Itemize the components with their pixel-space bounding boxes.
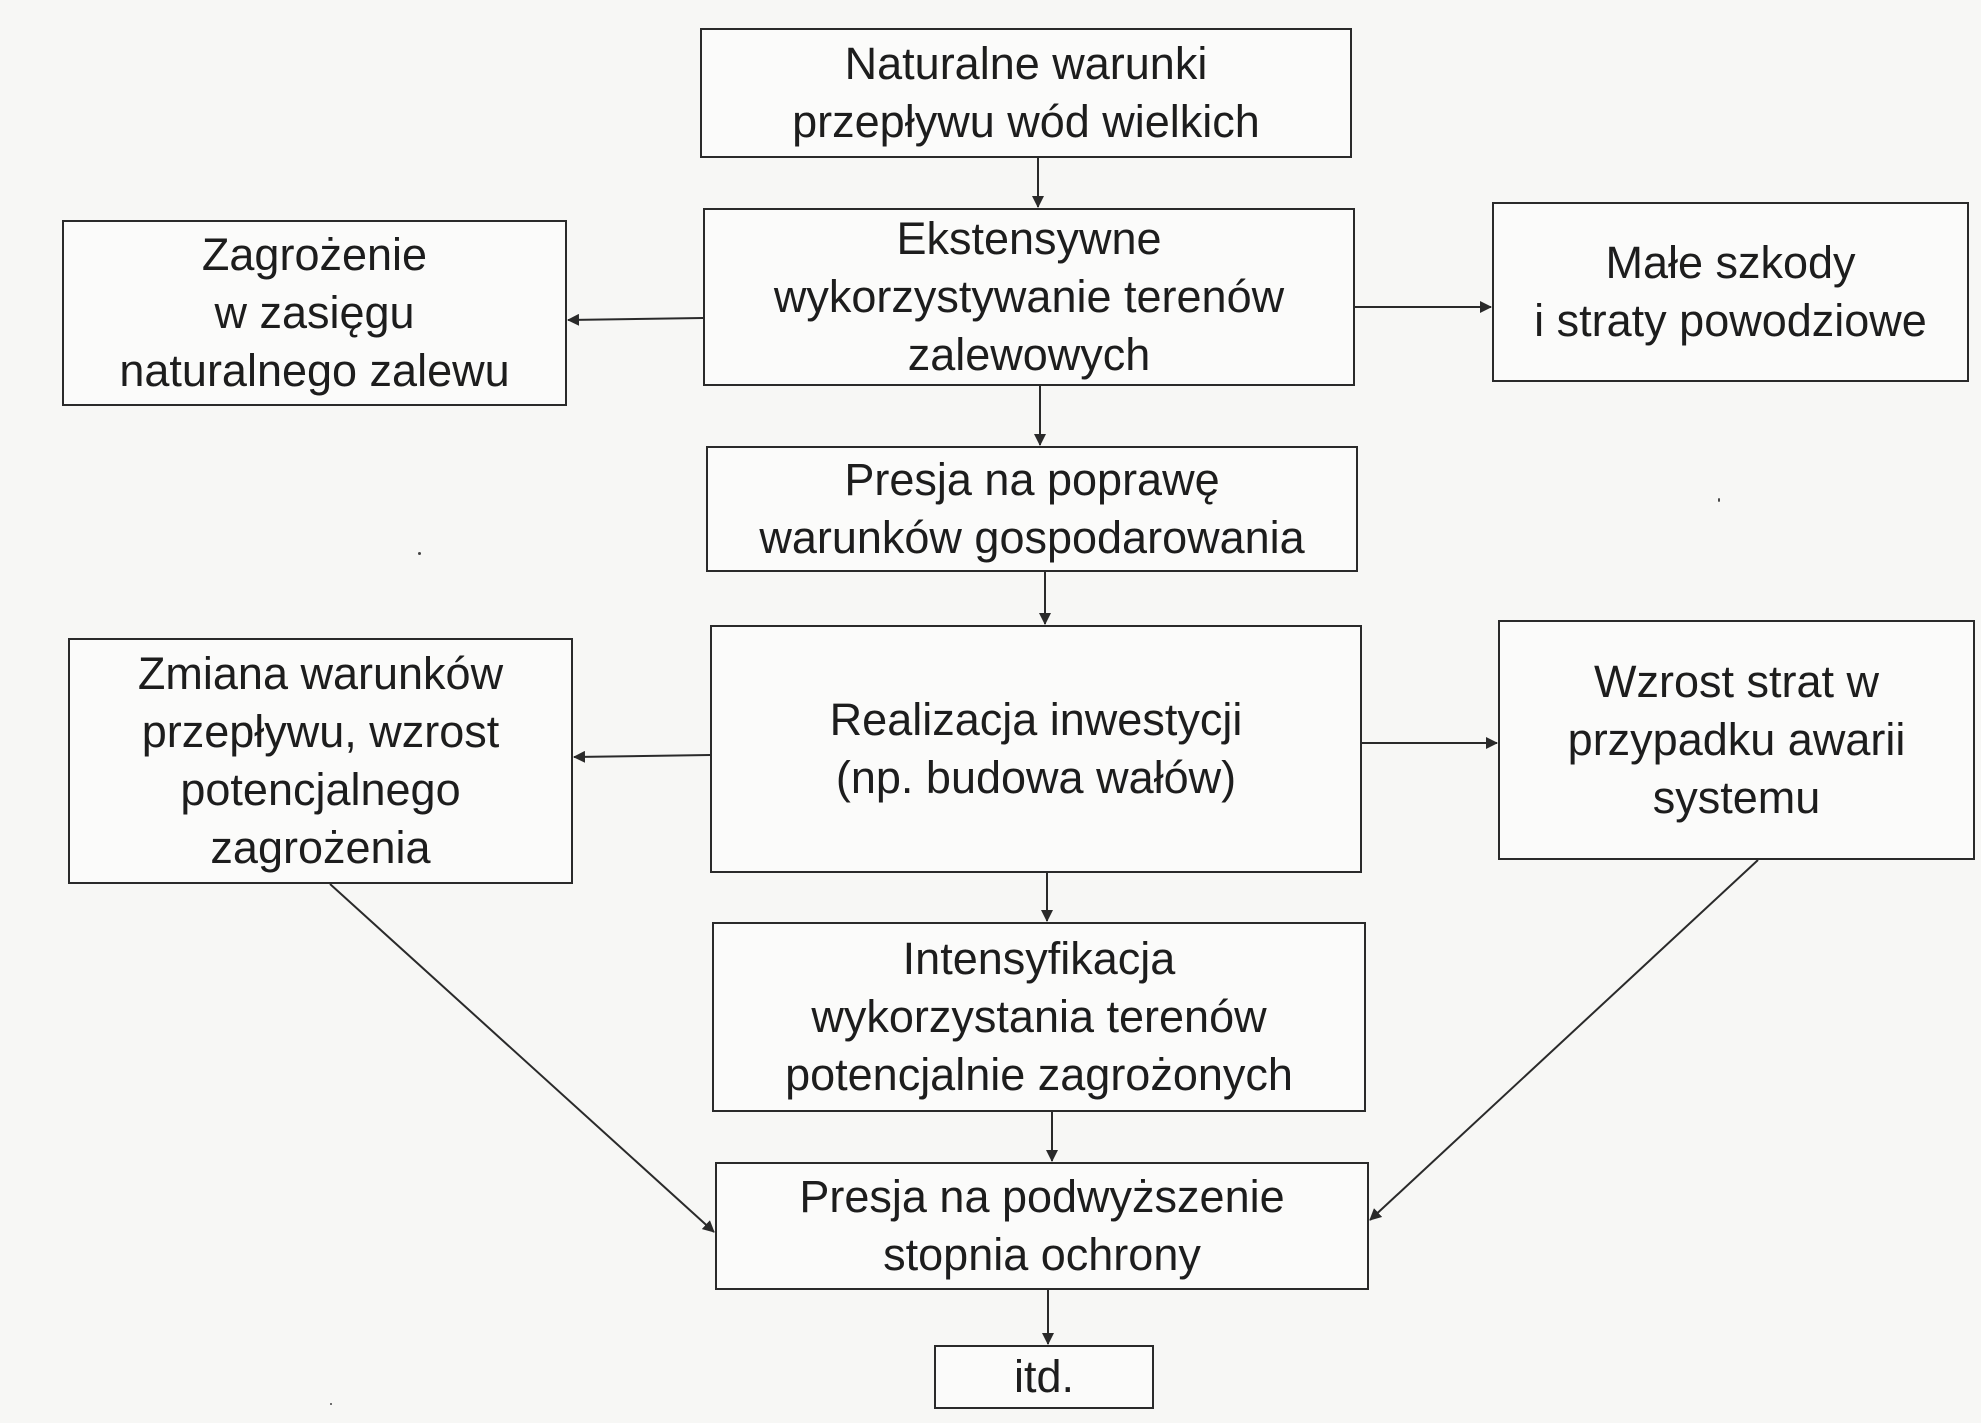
arrow-flow-change-to-protection (329, 883, 715, 1233)
box-pressure-on-improvement-label: Presja na poprawę warunków gospodarowani… (759, 454, 1305, 563)
box-pressure-on-protection: Presja na podwyższenie stopnia ochrony (715, 1162, 1369, 1290)
box-losses-growth: Wzrost strat w przypadku awarii systemu (1498, 620, 1975, 860)
box-etc: itd. (934, 1345, 1154, 1409)
box-flow-conditions-change: Zmiana warunków przepływu, wzrost potenc… (68, 638, 573, 884)
arrow-extensive-to-threat (567, 313, 704, 326)
box-small-flood-damages: Małe szkody i straty powodziowe (1492, 202, 1969, 382)
box-intensification-of-use: Intensyfikacja wykorzystania terenów pot… (712, 922, 1366, 1112)
box-natural-flow-conditions: Naturalne warunki przepływu wód wielkich (700, 28, 1352, 158)
box-pressure-on-improvement: Presja na poprawę warunków gospodarowani… (706, 446, 1358, 572)
box-intensification-of-use-label: Intensyfikacja wykorzystania terenów pot… (785, 933, 1293, 1100)
box-extensive-floodplain-use: Ekstensywne wykorzystywanie terenów zale… (703, 208, 1355, 386)
scan-speck (418, 552, 421, 555)
arrow-investment-to-flow-change (573, 750, 711, 763)
box-losses-growth-label: Wzrost strat w przypadku awarii systemu (1567, 656, 1906, 823)
box-natural-flood-threat-label: Zagrożenie w zasięgu naturalnego zalewu (119, 229, 510, 396)
box-extensive-floodplain-use-label: Ekstensywne wykorzystywanie terenów zale… (773, 213, 1285, 380)
box-natural-flow-conditions-label: Naturalne warunki przepływu wód wielkich (792, 38, 1260, 147)
box-pressure-on-protection-label: Presja na podwyższenie stopnia ochrony (799, 1171, 1285, 1280)
box-small-flood-damages-label: Małe szkody i straty powodziowe (1534, 237, 1927, 346)
scan-speck (1718, 498, 1720, 502)
box-investment-realization: Realizacja inwestycji (np. budowa wałów) (710, 625, 1362, 873)
box-flow-conditions-change-label: Zmiana warunków przepływu, wzrost potenc… (137, 648, 504, 873)
arrow-losses-to-protection (1369, 859, 1759, 1221)
box-natural-flood-threat: Zagrożenie w zasięgu naturalnego zalewu (62, 220, 567, 406)
box-etc-label: itd. (1013, 1351, 1075, 1402)
box-investment-realization-label: Realizacja inwestycji (np. budowa wałów) (829, 694, 1243, 803)
scan-speck (330, 1403, 332, 1405)
